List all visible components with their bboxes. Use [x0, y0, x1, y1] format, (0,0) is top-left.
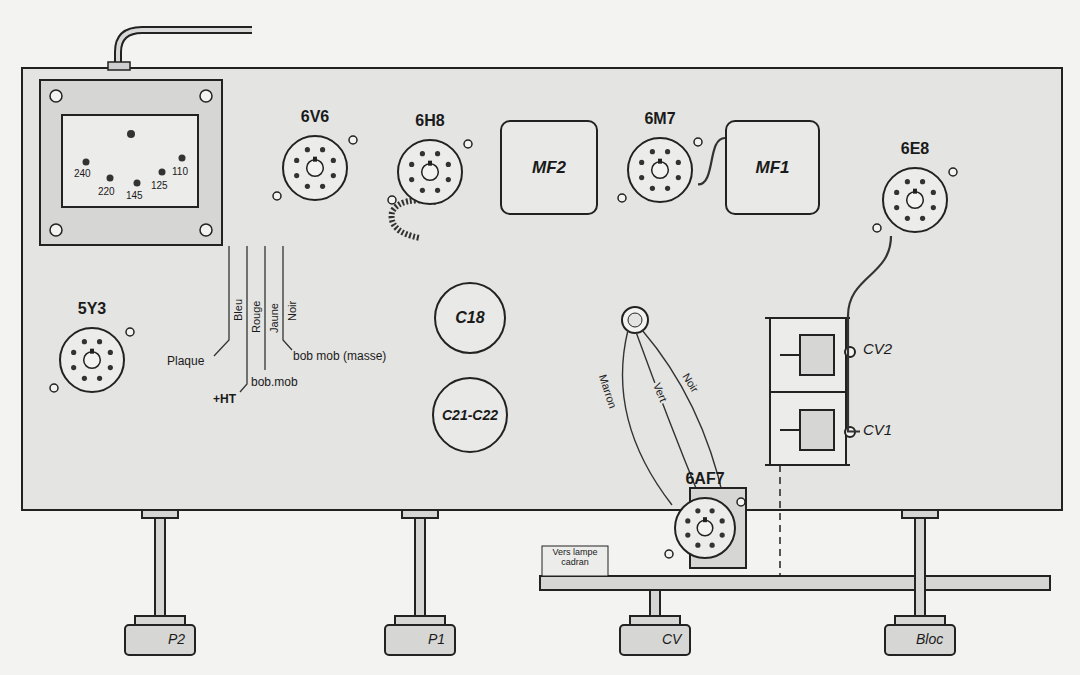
screw — [200, 224, 212, 236]
if-transformer-can: MF1 — [725, 120, 820, 215]
transformer-leads — [214, 246, 292, 392]
wire-label: Bleu — [232, 298, 245, 322]
wire-label: 220 — [98, 186, 115, 198]
lamp-wire-tag — [542, 546, 608, 576]
wire-label: Plaque — [166, 355, 205, 369]
tube-socket: 6E8 — [877, 138, 953, 236]
node-label: CV2 — [860, 339, 895, 358]
tube-socket: 6V6 — [277, 106, 353, 204]
wire-label: Rouge — [250, 300, 263, 334]
electrolytic-capacitor: C21-C22 — [432, 377, 508, 453]
screw — [200, 90, 212, 102]
grommet — [628, 313, 642, 327]
screw — [50, 224, 62, 236]
tube-socket: 5Y3 — [54, 298, 130, 396]
control-shafts — [125, 510, 955, 655]
voltage-selector-plate — [62, 115, 198, 207]
mains-cord-core — [118, 30, 252, 70]
wire-label: Vers lampe cadran — [544, 548, 606, 568]
if-transformer-can: MF2 — [500, 120, 598, 215]
selector-contact — [134, 180, 141, 187]
capacitor-section: CV1 — [860, 421, 897, 442]
wire-label: Jaune — [268, 302, 281, 334]
wire-label: bob mob (masse) — [292, 350, 387, 364]
control-label: Bloc — [916, 631, 943, 647]
control-label: CV — [662, 631, 681, 647]
dial-strip — [540, 576, 1050, 590]
node-label: C21-C22 — [442, 407, 498, 423]
wire-label: 110 — [172, 166, 188, 178]
shielded-lead — [392, 200, 436, 238]
grid-lead — [848, 236, 891, 432]
node-label: 6H8 — [392, 110, 468, 132]
selector-contact — [83, 159, 90, 166]
grid-lead — [698, 138, 725, 184]
power-transformer — [40, 80, 222, 245]
wire-label: bob.mob — [250, 376, 299, 390]
node-label: 6M7 — [622, 108, 698, 130]
tube-socket: 6H8 — [392, 110, 468, 208]
selector-contact — [179, 155, 186, 162]
node-label: MF1 — [756, 158, 790, 178]
chassis-plate — [22, 68, 1062, 510]
node-label: 6E8 — [877, 138, 953, 160]
selector-contact — [159, 169, 166, 176]
capacitor-section: CV2 — [860, 340, 897, 361]
wire-label: Noir — [286, 300, 299, 322]
shaft-axis — [779, 465, 781, 576]
node-label: 5Y3 — [54, 298, 130, 320]
control-label: P2 — [168, 631, 185, 647]
wire-label: 240 — [74, 168, 91, 180]
tube-socket: 6AF7 — [669, 468, 741, 562]
wire-label: 145 — [126, 190, 143, 202]
mains-cord — [118, 30, 252, 70]
tuning-capacitor — [765, 318, 855, 465]
electrolytic-capacitor: C18 — [434, 282, 506, 354]
node-label: CV1 — [860, 420, 895, 439]
tube-socket: 6M7 — [622, 108, 698, 206]
node-label: 6V6 — [277, 106, 353, 128]
screw — [50, 90, 62, 102]
grommet — [622, 307, 648, 333]
control-label: P1 — [428, 631, 445, 647]
wire-label: +HT — [212, 393, 237, 407]
node-label: 6AF7 — [669, 468, 741, 490]
selector-contact — [107, 175, 114, 182]
wire-label: 125 — [151, 180, 168, 192]
selector-pointer — [127, 130, 135, 138]
node-label: C18 — [455, 309, 484, 327]
node-label: MF2 — [532, 158, 566, 178]
cord-grommet — [108, 62, 130, 70]
